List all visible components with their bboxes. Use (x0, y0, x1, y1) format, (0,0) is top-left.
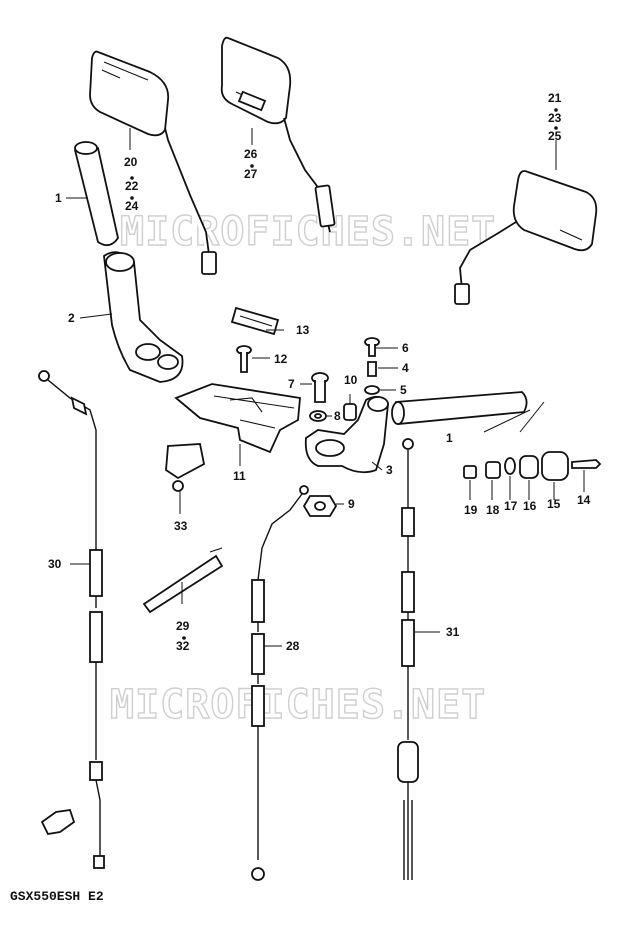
plate-13 (230, 306, 280, 336)
bracket-11 (174, 383, 301, 454)
label-grip-right: 1 (446, 431, 453, 445)
label-cable-31: 31 (446, 625, 460, 639)
label-part-16: 16 (523, 499, 537, 513)
dot-mirror-left-1 (130, 176, 134, 180)
washer-8 (309, 410, 327, 422)
watermark-bottom: MICROFICHES.NET (110, 682, 486, 728)
nut-9 (302, 495, 338, 517)
label-bolt-12: 12 (274, 352, 288, 366)
leader-lines (66, 128, 585, 647)
label-mirror-left-1: 20 (124, 155, 138, 169)
dot-mirror-center (250, 164, 254, 168)
label-holder-left: 2 (68, 311, 75, 325)
direction-arrow-icon (40, 809, 76, 835)
mirror-center (220, 36, 336, 233)
label-bolt-6: 6 (402, 341, 409, 355)
bolt-12 (236, 345, 252, 373)
label-mirror-left-2: 22 (125, 179, 139, 193)
label-part-15: 15 (547, 497, 561, 511)
mirror-right (454, 170, 598, 305)
dot-mirror-right-2 (554, 126, 558, 130)
label-bolt-4: 4 (402, 361, 409, 375)
label-mirror-right-1: 21 (548, 91, 562, 105)
label-part-19: 19 (464, 503, 478, 517)
part-10 (343, 403, 357, 421)
label-bolt-7: 7 (288, 377, 295, 391)
label-part-14: 14 (577, 493, 591, 507)
label-part-17: 17 (504, 499, 518, 513)
label-rod-32: 32 (176, 639, 190, 653)
label-mirror-center-1: 26 (244, 147, 258, 161)
label-mirror-right-2: 23 (548, 111, 562, 125)
handlebar-holder-right (304, 395, 389, 474)
rod-29 (142, 547, 224, 614)
label-plate-13: 13 (296, 323, 310, 337)
label-grip-left: 1 (55, 191, 62, 205)
label-washer-5: 5 (400, 383, 407, 397)
callout-labels: 1 2 20 22 24 26 27 21 23 25 13 12 6 4 5 … (48, 91, 591, 653)
label-part-10: 10 (344, 373, 358, 387)
label-cable-28: 28 (286, 639, 300, 653)
label-clamp-33: 33 (174, 519, 188, 533)
label-mirror-right-3: 25 (548, 129, 562, 143)
handlebar-holder-left (103, 251, 184, 383)
dot-mirror-right-1 (554, 108, 558, 112)
bolt-6 (364, 337, 380, 357)
grip-left (73, 141, 119, 247)
bar-end-parts (463, 451, 602, 481)
mirror-left (89, 50, 217, 275)
cable-30 (38, 370, 105, 869)
model-code: GSX550ESH E2 (10, 889, 104, 904)
label-rod-29: 29 (176, 619, 190, 633)
washer-5 (364, 385, 380, 395)
bolt-7 (311, 372, 329, 403)
watermark-top: MICROFICHES.NET (120, 209, 496, 255)
bolt-4 (367, 361, 377, 377)
cable-31 (397, 438, 419, 880)
cable-28 (251, 485, 309, 881)
label-mirror-left-3: 24 (125, 199, 139, 213)
label-holder-right: 3 (386, 463, 393, 477)
dot-mirror-left-2 (130, 196, 134, 200)
dot-rod (182, 636, 186, 640)
label-cable-30: 30 (48, 557, 62, 571)
label-washer-8: 8 (334, 409, 341, 423)
grip-right (391, 391, 528, 425)
label-nut-9: 9 (348, 497, 355, 511)
label-part-18: 18 (486, 503, 500, 517)
label-bracket-11: 11 (233, 469, 246, 483)
label-mirror-center-2: 27 (244, 167, 258, 181)
clamp-33 (165, 443, 206, 492)
